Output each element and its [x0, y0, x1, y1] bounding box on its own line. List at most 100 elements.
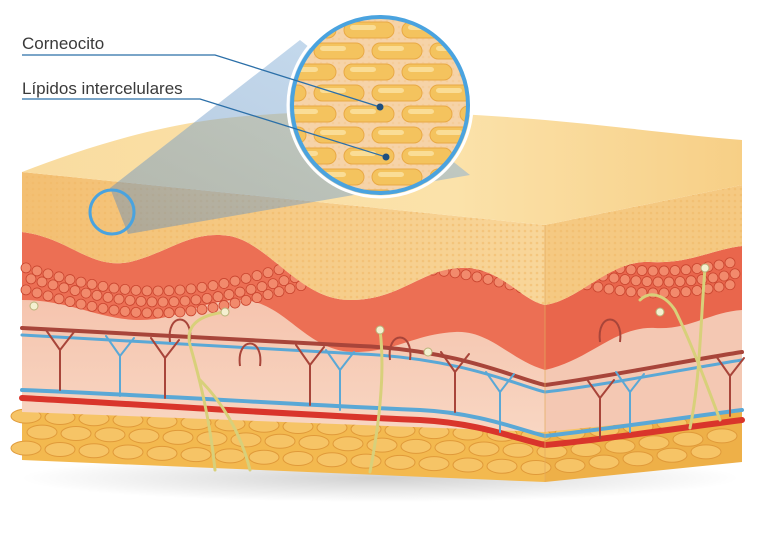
epidermis-cell	[653, 277, 663, 287]
epidermis-cell	[76, 277, 86, 287]
fat-cell	[299, 435, 329, 449]
corneocyte-highlight	[466, 25, 492, 30]
epidermis-cell	[692, 285, 702, 295]
epidermis-cell	[87, 279, 97, 289]
fat-cell	[113, 445, 143, 459]
epidermis-cell	[87, 301, 97, 311]
fat-cell	[419, 457, 449, 471]
fat-cell	[249, 450, 279, 464]
fat-cell	[401, 439, 431, 453]
epidermis-cell	[637, 266, 647, 276]
nerve-ending	[30, 302, 38, 310]
epidermis-cell	[224, 289, 234, 299]
epidermis-cell	[125, 295, 135, 305]
fat-cell	[27, 425, 57, 439]
epidermis-cell	[659, 266, 669, 276]
epidermis-cell	[230, 298, 240, 308]
epidermis-cell	[681, 265, 691, 275]
epidermis-cell	[120, 306, 130, 316]
epidermis-cell	[103, 292, 113, 302]
epidermis-cell	[252, 293, 262, 303]
epidermis-cell	[158, 297, 168, 307]
epidermis-cell	[186, 306, 196, 316]
epidermis-cell	[92, 290, 102, 300]
epidermis-cell	[593, 282, 603, 292]
epidermis-cell	[21, 285, 31, 295]
epidermis-cell	[153, 286, 163, 296]
epidermis-cell	[670, 288, 680, 298]
epidermis-cell	[609, 273, 619, 283]
corneocyte	[460, 22, 510, 38]
epidermis-cell	[21, 263, 31, 273]
label-lipidos: Lípidos intercelulares	[22, 79, 183, 99]
epidermis-cell	[675, 277, 685, 287]
corneocyte-highlight	[350, 151, 376, 156]
epidermis-cell	[175, 285, 185, 295]
fat-cell	[351, 454, 381, 468]
epidermis-cell	[472, 272, 482, 282]
corneocyte-highlight	[292, 25, 318, 30]
fat-cell	[11, 441, 41, 455]
corneocyte-highlight	[350, 67, 376, 72]
epidermis-cell	[43, 291, 53, 301]
epidermis-cell	[186, 284, 196, 294]
epidermis-cell	[263, 290, 273, 300]
epidermis-cell	[230, 276, 240, 286]
corneocyte-highlight	[494, 88, 520, 93]
epidermis-cell	[648, 266, 658, 276]
epidermis-cell	[686, 276, 696, 286]
corneocyte-highlight	[552, 46, 578, 51]
epidermis-cell	[76, 299, 86, 309]
epidermis-cell	[98, 281, 108, 291]
fat-cell	[163, 430, 193, 444]
epidermis-cell	[730, 269, 740, 279]
corneocyte-highlight	[320, 46, 346, 51]
fat-cell	[129, 429, 159, 443]
epidermis-cell	[32, 266, 42, 276]
epidermis-cell	[631, 276, 641, 286]
epidermis-cell	[164, 286, 174, 296]
fat-cell	[333, 437, 363, 451]
epidermis-cell	[714, 282, 724, 292]
epidermis-cell	[202, 293, 212, 303]
fat-cell	[45, 442, 75, 456]
corneocyte-highlight	[378, 46, 404, 51]
corneocyte-highlight	[320, 130, 346, 135]
fat-cell	[61, 426, 91, 440]
fat-cell	[521, 461, 551, 475]
epidermis-cell	[147, 297, 157, 307]
epidermis-cell	[65, 297, 75, 307]
epidermis-cell	[208, 281, 218, 291]
fat-cell	[487, 459, 517, 473]
epidermis-cell	[450, 268, 460, 278]
epidermis-cell	[114, 294, 124, 304]
fat-cell	[605, 439, 635, 453]
epidermis-cell	[708, 273, 718, 283]
fat-cell	[707, 429, 737, 443]
fat-cell	[555, 459, 585, 473]
epidermis-cell	[681, 287, 691, 297]
epidermis-cell	[615, 286, 625, 296]
corneocyte-highlight	[378, 130, 404, 135]
nerve-ending	[221, 308, 229, 316]
fat-cell	[657, 448, 687, 462]
fat-cell	[385, 455, 415, 469]
fat-cell	[639, 436, 669, 450]
epidermis-cell	[664, 277, 674, 287]
corneocyte-highlight	[408, 109, 434, 114]
pointer-dot-lipidos	[383, 154, 390, 161]
epidermis-cell	[725, 280, 735, 290]
fat-cell	[79, 444, 109, 458]
epidermis-cell	[109, 305, 119, 315]
corneocyte	[518, 64, 568, 80]
fat-cell	[503, 443, 533, 457]
fat-cell	[623, 452, 653, 466]
epidermis-cell	[208, 303, 218, 313]
epidermis-cell	[65, 275, 75, 285]
corneocyte-highlight	[262, 46, 288, 51]
epidermis-cell	[109, 283, 119, 293]
corneocyte	[546, 85, 596, 101]
corneocyte	[546, 43, 596, 59]
nerve-ending	[424, 348, 432, 356]
epidermis-cell	[197, 282, 207, 292]
